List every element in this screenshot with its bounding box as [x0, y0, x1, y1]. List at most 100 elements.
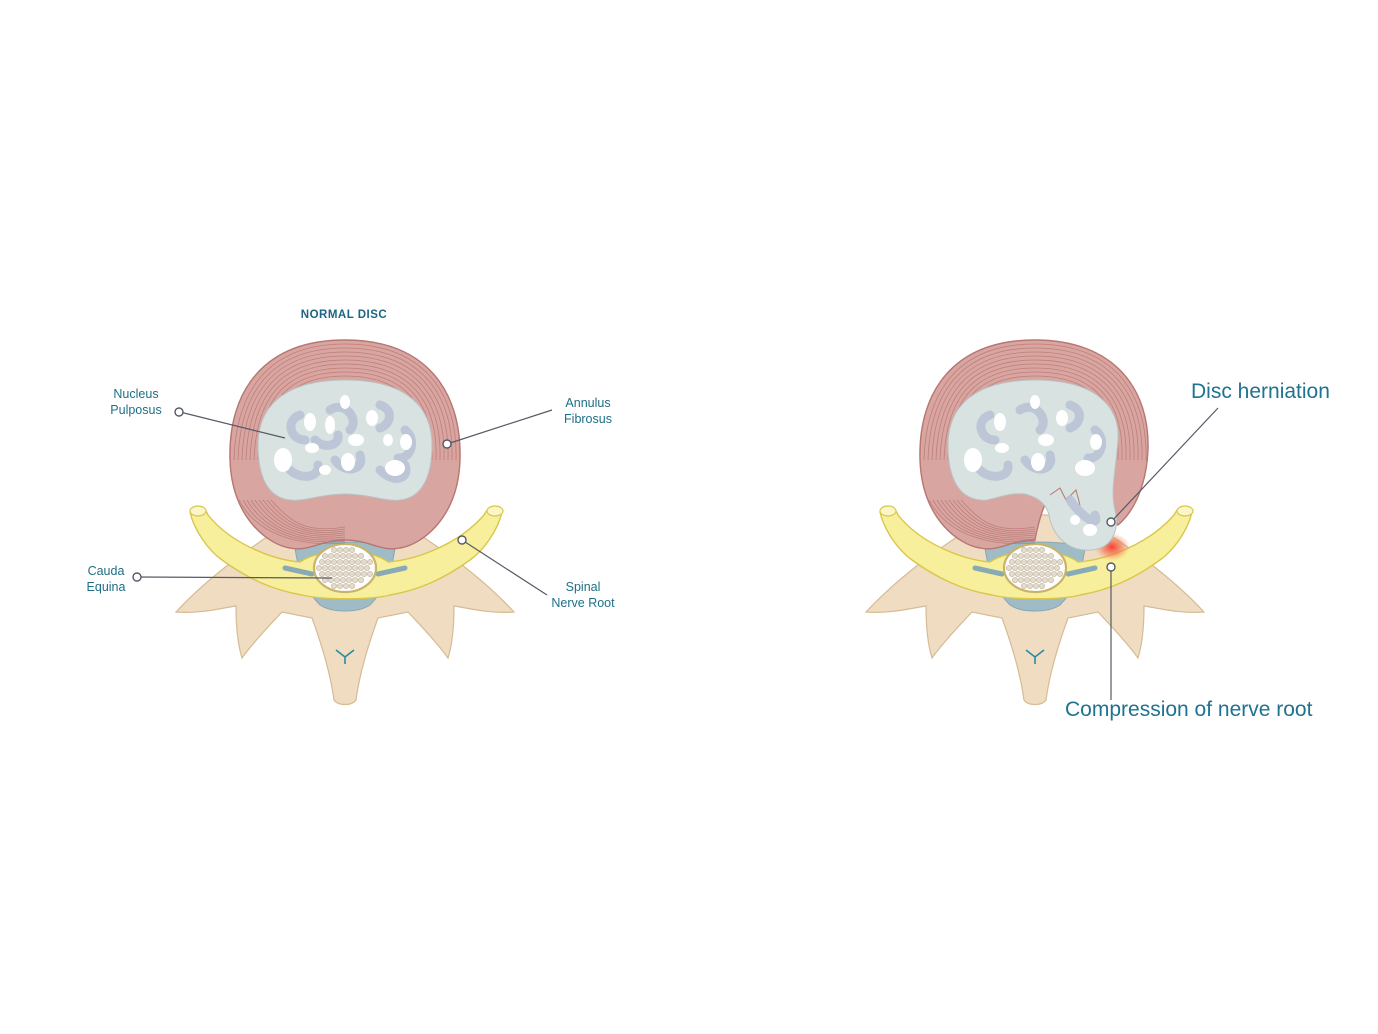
- nerve-fiber-dot: [337, 547, 343, 553]
- nerve-fiber-dot: [1045, 559, 1051, 565]
- annulus-ring: [249, 359, 441, 461]
- nerve-fiber-dot: [1009, 559, 1015, 565]
- nerve-fiber-dot: [343, 583, 349, 589]
- nerve-fiber-dot: [331, 571, 337, 577]
- nerve-fiber-dot: [337, 583, 343, 589]
- nerve-fiber-dot: [367, 559, 373, 565]
- nerve-fiber-dot: [358, 553, 364, 559]
- nerve-fiber-dot: [1018, 553, 1024, 559]
- nerve-fiber-dot: [1027, 583, 1033, 589]
- nucleus-pulposus-label: Nucleus Pulposus: [96, 386, 176, 418]
- nerve-fiber-dot: [1021, 583, 1027, 589]
- annulus-ring-lower: [952, 499, 1036, 533]
- cauda-equina-label: Cauda Equina: [76, 563, 136, 595]
- nerve-fiber-dot: [349, 571, 355, 577]
- nerve-fiber-dot: [1018, 577, 1024, 583]
- nerve-fiber-dot: [1048, 577, 1054, 583]
- nerve-fiber-dot: [1036, 553, 1042, 559]
- nerve-fiber-dot: [334, 565, 340, 571]
- annulus-ring: [233, 343, 457, 461]
- nerve-fiber-dot: [1033, 571, 1039, 577]
- nerve-fiber-dot: [361, 571, 367, 577]
- nerve-fiber-dot: [325, 571, 331, 577]
- nerve-fiber-dot: [1039, 559, 1045, 565]
- nerve-fiber-dot: [346, 565, 352, 571]
- nerve-fiber-dot: [1030, 553, 1036, 559]
- nerve-fiber-dot: [1015, 559, 1021, 565]
- annulus-ring-lower: [944, 499, 1036, 537]
- nerve-fiber-dot: [346, 553, 352, 559]
- nerve-fiber-dot: [1024, 565, 1030, 571]
- nerve-fiber-dot: [1033, 547, 1039, 553]
- nerve-fiber-dot: [1054, 565, 1060, 571]
- annulus-ring-lower: [262, 499, 346, 533]
- nerve-fiber-dot: [331, 547, 337, 553]
- nerve-fiber-dot: [352, 565, 358, 571]
- nerve-fiber-dot: [1021, 547, 1027, 553]
- annulus-ring-lower: [270, 499, 346, 530]
- annulus-ring: [923, 343, 1147, 461]
- annulus-ring-lower: [246, 499, 346, 541]
- annulus-ring: [237, 347, 453, 461]
- nerve-fiber-dot: [331, 559, 337, 565]
- nerve-fiber-dot: [1027, 547, 1033, 553]
- nerve-fiber-dot: [1033, 583, 1039, 589]
- normal-disc-illustration: [132, 339, 553, 706]
- nerve-fiber-dot: [1009, 571, 1015, 577]
- nerve-fiber-dot: [334, 553, 340, 559]
- nerve-fiber-dot: [1030, 577, 1036, 583]
- annulus-ring-lower: [956, 499, 1036, 532]
- annulus-label-line2: Fibrosus: [564, 412, 612, 426]
- nerve-fiber-dot: [334, 577, 340, 583]
- disc-herniation-label: Disc herniation: [1191, 380, 1330, 403]
- nerve-fiber-dot: [1039, 583, 1045, 589]
- nerve-fiber-dot: [355, 559, 361, 565]
- annulus-ring-lower: [254, 499, 346, 537]
- nerve-fiber-dot: [1021, 571, 1027, 577]
- nerve-fiber-dot: [1036, 577, 1042, 583]
- annulus-ring-lower: [940, 499, 1036, 539]
- nerve-fiber-dot: [364, 565, 370, 571]
- annulus-ring: [943, 363, 1127, 461]
- nerve-fiber-dot: [1024, 577, 1030, 583]
- nerve-fiber-dot: [1039, 547, 1045, 553]
- nerve-fiber-dot: [1048, 565, 1054, 571]
- nerve-fiber-dot: [349, 583, 355, 589]
- normal-disc-title: NORMAL DISC: [300, 309, 388, 321]
- nerve-fiber-dot: [1021, 559, 1027, 565]
- annulus-label-line1: Annulus: [565, 396, 611, 410]
- nerve-fiber-dot: [1030, 565, 1036, 571]
- nerve-fiber-dot: [331, 583, 337, 589]
- nerve-fiber-dot: [1042, 577, 1048, 583]
- nucleus-label-line2: Pulposus: [110, 403, 162, 417]
- nerve-fiber-dot: [1015, 571, 1021, 577]
- nerve-fiber-dot: [319, 559, 325, 565]
- annulus-ring-lower: [238, 499, 346, 545]
- annulus-ring: [935, 355, 1135, 461]
- nerve-fiber-dot: [337, 559, 343, 565]
- annulus-fibrosus-label: Annulus Fibrosus: [548, 395, 628, 427]
- nerve-fiber-dot: [1012, 553, 1018, 559]
- nerve-fiber-dot: [343, 571, 349, 577]
- nerve-fiber-dot: [361, 559, 367, 565]
- nerve-fiber-dot: [355, 571, 361, 577]
- spinal-label-line2: Nerve Root: [551, 596, 615, 610]
- nerve-fiber-dot: [1006, 565, 1012, 571]
- nucleus-pulposus-herniated: [947, 379, 1119, 551]
- nerve-fiber-dot: [328, 553, 334, 559]
- nucleus-label-line1: Nucleus: [113, 387, 159, 401]
- nerve-fiber-dot: [322, 553, 328, 559]
- annulus-ring: [927, 347, 1143, 461]
- nerve-fiber-dot: [1045, 571, 1051, 577]
- herniated-disc-illustration: [864, 339, 1219, 706]
- annulus-ring-lower: [928, 499, 1036, 545]
- annulus-ring-lower: [250, 499, 346, 539]
- nerve-fiber-dot: [1027, 559, 1033, 565]
- nerve-fiber-dot: [340, 553, 346, 559]
- annulus-ring-lower: [266, 499, 346, 532]
- nerve-fiber-dot: [1024, 553, 1030, 559]
- nerve-fiber-dot: [349, 559, 355, 565]
- annulus-ring: [939, 359, 1131, 461]
- cauda-equina: [312, 542, 378, 594]
